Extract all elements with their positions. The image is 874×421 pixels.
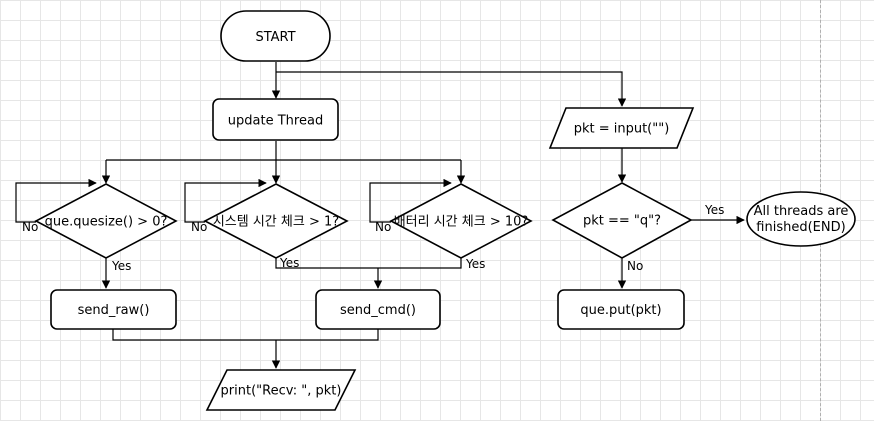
que-put-label: que.put(pkt) (580, 303, 661, 318)
que-check-label: que.quesize() > 0? (45, 215, 168, 230)
battery-yes-label: Yes (465, 257, 485, 271)
pkt-no-label: No (627, 259, 643, 273)
print-recv-node: print("Recv: ", pkt) (205, 369, 357, 411)
edge-send-raw-down (112, 329, 379, 341)
battery-time-check-decision: 배터리 시간 체크 > 10? (389, 183, 533, 259)
edge-battery-yes (378, 258, 462, 269)
edge-sys-yes (275, 258, 378, 269)
print-recv-label: print("Recv: ", pkt) (221, 384, 342, 399)
edge-battery-no-loop (369, 178, 452, 223)
update-thread-node: update Thread (212, 98, 339, 141)
send-cmd-node: send_cmd() (315, 289, 441, 330)
send-raw-label: send_raw() (78, 303, 150, 318)
edge-que-no-loop (15, 178, 97, 223)
pkt-input-node: pkt = input("") (548, 107, 695, 149)
end-label-line2: finished(END) (756, 220, 845, 235)
que-no-label: No (22, 220, 38, 234)
edge-start-to-input (276, 71, 627, 107)
sys-yes-label: Yes (279, 256, 299, 270)
pkt-q-check-label: pkt == "q"? (583, 214, 661, 229)
start-node: START (220, 10, 331, 62)
sys-time-check-decision: 시스템 시간 체크 > 1? (203, 183, 349, 259)
update-thread-label: update Thread (228, 114, 323, 129)
sys-no-label: No (191, 220, 207, 234)
end-node: All threads are finished(END) (746, 191, 856, 247)
edges (15, 62, 745, 369)
que-yes-label: Yes (111, 259, 131, 273)
send-raw-node: send_raw() (50, 289, 177, 330)
battery-no-label: No (375, 220, 391, 234)
end-label-line1: All threads are (754, 204, 849, 219)
edge-sys-no-loop (184, 178, 267, 223)
start-label: START (255, 30, 295, 45)
pkt-q-check-decision: pkt == "q"? (551, 182, 693, 259)
battery-time-check-label: 배터리 시간 체크 > 10? (394, 215, 529, 230)
send-cmd-label: send_cmd() (340, 303, 416, 318)
que-put-node: que.put(pkt) (557, 289, 685, 330)
que-check-decision: que.quesize() > 0? (34, 183, 178, 259)
sys-time-check-label: 시스템 시간 체크 > 1? (213, 215, 339, 230)
pkt-input-label: pkt = input("") (574, 122, 670, 137)
pkt-yes-label: Yes (704, 203, 724, 217)
